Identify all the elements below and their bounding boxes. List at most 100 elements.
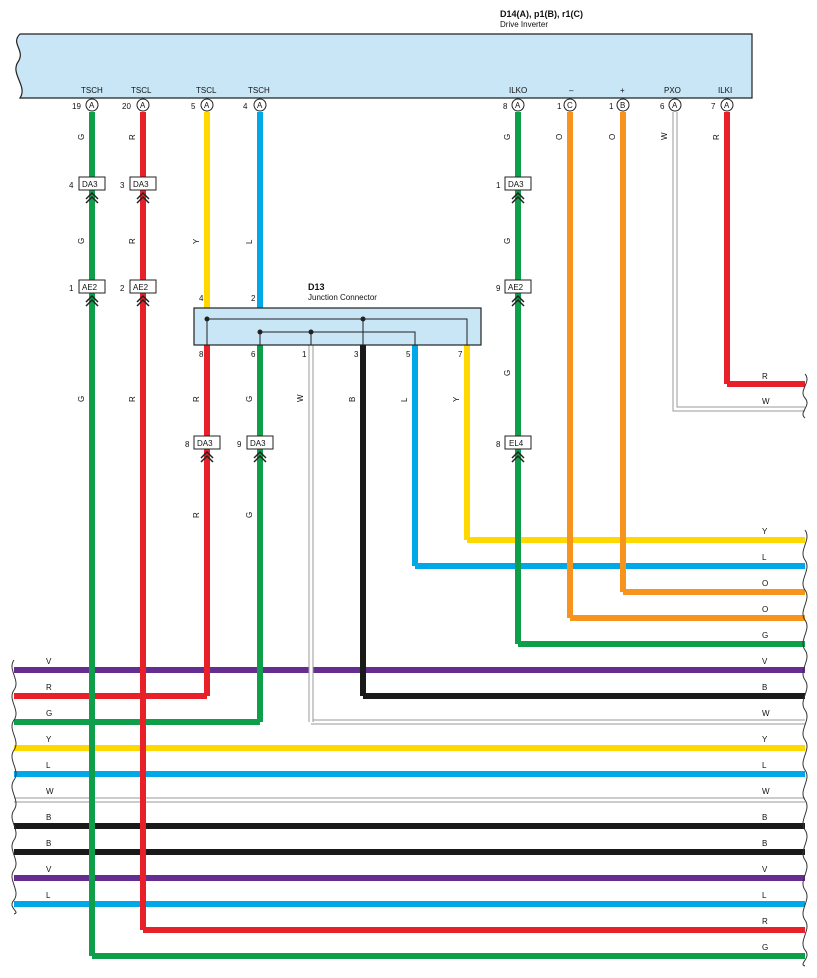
wire-color-label: B	[348, 397, 357, 402]
bus-label-left: L	[46, 761, 51, 770]
inline-connector-name: AE2	[133, 283, 149, 292]
pin-name-tsch-b: TSCH	[248, 86, 270, 95]
pin-name-minus: –	[569, 86, 574, 95]
wire-color-label: R	[192, 396, 201, 402]
inline-connector-pin: 8	[496, 440, 501, 449]
pin-name-ilko: ILKO	[509, 86, 527, 95]
wire-color-label: R	[192, 512, 201, 518]
pin-number-minus: 1	[557, 102, 562, 111]
inline-connector-pin: 2	[120, 284, 125, 293]
bus-label-right: L	[762, 553, 767, 562]
bus-label-right: R	[762, 917, 768, 926]
inline-connector-name: DA3	[508, 180, 524, 189]
pin-conn-ilki: A	[724, 101, 730, 110]
junction-pin-top-4: 4	[199, 294, 204, 303]
bus-label-right: O	[762, 579, 768, 588]
inline-connector-name: AE2	[82, 283, 98, 292]
inline-connector-el4: 8 EL4	[496, 435, 532, 463]
pin-name-pxo: PXO	[664, 86, 681, 95]
wire-pxo-w-horizontal	[672, 112, 805, 412]
pin-number-tscl-b: 5	[191, 102, 196, 111]
pin-conn-pxo: A	[672, 101, 678, 110]
inline-connector-ae2: 1 AE2	[69, 279, 106, 307]
wire-color-label: R	[712, 134, 721, 140]
pin-number-tsch-a: 19	[72, 102, 81, 111]
inline-connector-name: DA3	[82, 180, 98, 189]
inline-connector-pin: 4	[69, 181, 74, 190]
wire-color-label: G	[77, 396, 86, 402]
wire-color-label: Y	[192, 238, 201, 244]
wire-color-label: W	[296, 394, 305, 402]
bus-label-right: V	[762, 657, 768, 666]
inline-connector-pin: 1	[496, 181, 501, 190]
wire-color-label: G	[503, 370, 512, 376]
junction-connector-body	[193, 307, 482, 346]
bus-label-right: O	[762, 605, 768, 614]
junction-pin-bottom-1: 1	[302, 350, 307, 359]
wire-color-label: G	[245, 512, 254, 518]
pin-number-pxo: 6	[660, 102, 665, 111]
bus-label-right: B	[762, 683, 767, 692]
bus-label-left: B	[46, 839, 51, 848]
pin-circle-tsch-a	[85, 98, 99, 112]
inline-connector-name: DA3	[197, 439, 213, 448]
pin-conn-tsch-a: A	[89, 101, 95, 110]
junction-splice-dot	[308, 329, 314, 335]
bus-label-left: G	[46, 709, 52, 718]
break-mark-left	[11, 659, 17, 915]
junction-pin-top-2: 2	[251, 294, 256, 303]
pin-conn-tscl-b: A	[204, 101, 210, 110]
vertical-wire-labels: G G G R R R Y L G G G O O W R R R G G W …	[77, 132, 721, 518]
pin-circle-ilko	[511, 98, 525, 112]
pin-name-ilki: ILKI	[718, 86, 732, 95]
wire-color-label: O	[555, 134, 564, 140]
inline-connectors: 4 DA3 3 DA3 1 DA3 1 AE2 2 AE2	[69, 176, 532, 463]
pin-name-tscl-b: TSCL	[196, 86, 217, 95]
wire-color-label: W	[660, 132, 669, 140]
junction-splice-dot	[204, 316, 210, 322]
pin-circle-ilki	[720, 98, 734, 112]
drive-inverter-subtitle: Drive Inverter	[500, 20, 548, 29]
wire-color-label: G	[245, 396, 254, 402]
bus-label-right: V	[762, 865, 768, 874]
wire-color-label: L	[400, 397, 409, 402]
inline-connector-pin: 9	[237, 440, 242, 449]
bus-label-left: Y	[46, 735, 52, 744]
inline-connector-name: AE2	[508, 283, 524, 292]
bus-label-left: W	[46, 787, 54, 796]
bus-label-right: L	[762, 891, 767, 900]
bus-label-left: L	[46, 891, 51, 900]
right-bus-labels: R W Y L O O G V B W Y L W B B V L R G	[762, 372, 770, 952]
inline-connector-name: DA3	[133, 180, 149, 189]
junction-pin-bottom-3: 3	[354, 350, 359, 359]
wire-color-label: L	[245, 239, 254, 244]
wire-color-label: R	[128, 238, 137, 244]
inline-connector-pin: 3	[120, 181, 125, 190]
wire-color-label: R	[128, 396, 137, 402]
wire-color-label: Y	[452, 396, 461, 402]
bus-label-right: W	[762, 787, 770, 796]
drive-inverter-title: D14(A), p1(B), r1(C)	[500, 9, 583, 19]
junction-pin-bottom-6: 6	[251, 350, 256, 359]
pin-number-tsch-b: 4	[243, 102, 248, 111]
bus-label-right: B	[762, 813, 767, 822]
inline-connector-da3: 8 DA3	[185, 435, 221, 463]
inline-connector-da3: 1 DA3	[496, 176, 532, 204]
bus-label-right: R	[762, 372, 768, 381]
drive-inverter-body	[15, 33, 753, 99]
inline-connector-pin: 1	[69, 284, 74, 293]
bus-label-left: V	[46, 865, 52, 874]
pin-name-plus: +	[620, 86, 625, 95]
inverter-pins: TSCH 19 A TSCL 20 A TSCL 5 A TSCH 4 A IL…	[72, 86, 734, 112]
junction-splice-dot	[360, 316, 366, 322]
bus-label-right: W	[762, 397, 770, 406]
pin-number-ilko: 8	[503, 102, 508, 111]
break-mark-right-top	[802, 373, 808, 419]
inline-connector-ae2: 9 AE2	[496, 279, 532, 307]
junction-connector-title: D13	[308, 282, 325, 292]
wire-color-label: G	[77, 134, 86, 140]
inline-connector-name: DA3	[250, 439, 266, 448]
inline-connector-pin: 8	[185, 440, 190, 449]
bus-label-right: Y	[762, 735, 768, 744]
